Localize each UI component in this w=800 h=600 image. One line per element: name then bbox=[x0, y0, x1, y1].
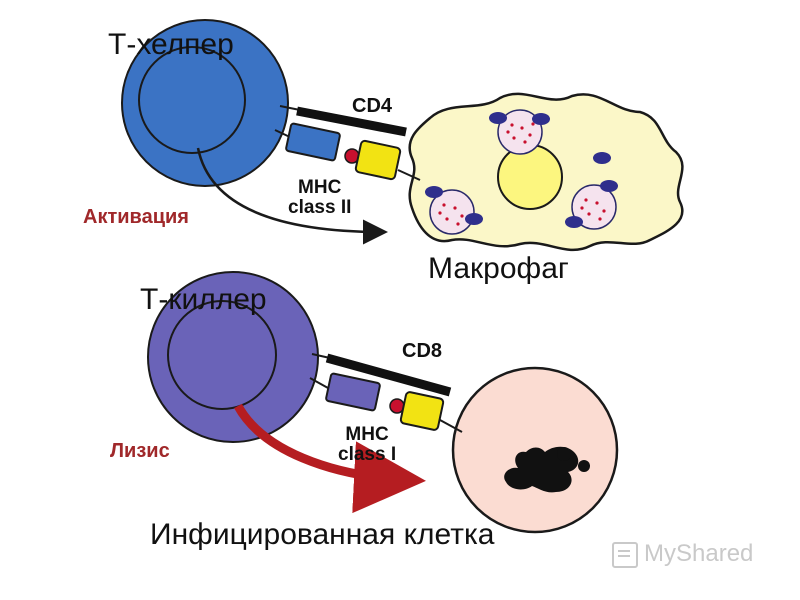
phagosome-left bbox=[425, 186, 483, 235]
infected-cell-label: Инфицированная клетка bbox=[150, 518, 495, 551]
activation-arrow bbox=[196, 147, 388, 245]
watermark: MyShared bbox=[612, 540, 753, 568]
infected-cell-nucleus-lobe bbox=[557, 447, 571, 461]
mhc-stalk bbox=[439, 419, 463, 433]
watermark-text: MyShared bbox=[644, 540, 754, 567]
mhc-class-i-molecule bbox=[399, 391, 445, 431]
cd4-bar bbox=[296, 106, 407, 137]
cd8-bar bbox=[325, 353, 452, 397]
cd4-label: CD4 bbox=[352, 95, 393, 117]
tcr-receptor bbox=[285, 122, 341, 162]
lysis-arrow bbox=[234, 403, 426, 514]
mhc-class-ii-molecule bbox=[354, 139, 402, 181]
t-helper-label: Т-хелпер bbox=[108, 28, 234, 61]
macrophage-nucleus bbox=[497, 144, 563, 210]
mhc-class-i-line2: class I bbox=[338, 444, 397, 465]
mhc-class-i-label: MHC class I bbox=[338, 425, 396, 465]
t-helper-nucleus bbox=[138, 46, 246, 154]
t-killer-nucleus bbox=[167, 300, 277, 410]
t-killer-label: Т-киллер bbox=[140, 283, 267, 316]
cd4-connector bbox=[279, 105, 301, 111]
cd8-connector bbox=[311, 353, 331, 359]
mhc-class-i-line1: MHC bbox=[345, 424, 389, 445]
tcr-receptor bbox=[325, 372, 381, 412]
mhc-class-ii-label: MHC class II bbox=[288, 178, 351, 218]
mhc-class-ii-line1: MHC bbox=[298, 177, 342, 198]
macrophage-label: Макрофаг bbox=[428, 252, 569, 285]
presentation-icon bbox=[612, 541, 638, 568]
cd8-label: CD8 bbox=[402, 340, 443, 362]
activation-label: Активация bbox=[83, 206, 189, 228]
tcr-stalk bbox=[309, 377, 329, 389]
infected-cell-nucleus-lobe bbox=[578, 460, 590, 472]
mhc-stalk bbox=[397, 169, 421, 181]
vesicle bbox=[593, 152, 611, 164]
phagosome-top bbox=[489, 109, 550, 155]
mhc-class-ii-line2: class II bbox=[288, 197, 352, 218]
lysis-label: Лизис bbox=[110, 440, 170, 462]
phagosome-right bbox=[565, 180, 618, 230]
